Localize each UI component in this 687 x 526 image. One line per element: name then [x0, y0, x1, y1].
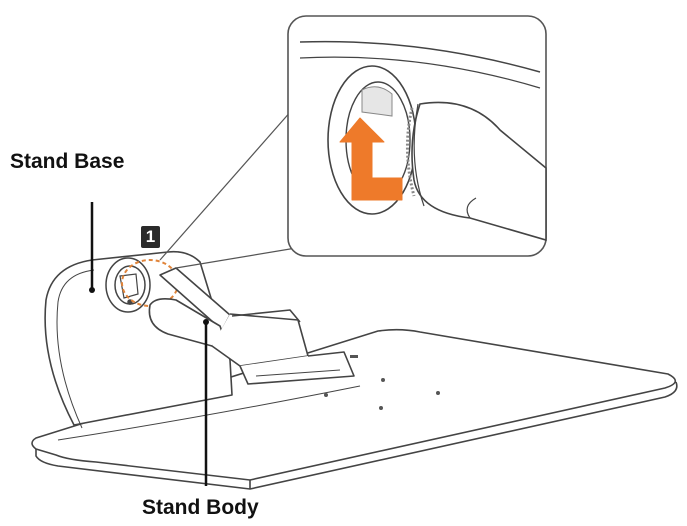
stand-body-label: Stand Body: [142, 496, 259, 519]
zoom-detail-window: [287, 15, 547, 257]
step-number-badge: 1: [141, 226, 160, 248]
stand-body: [148, 267, 355, 385]
base-socket: [105, 257, 151, 313]
stand-base-plate: [31, 328, 678, 490]
orange-l-arrow-icon: [339, 117, 403, 201]
base-plate-holes: [324, 355, 440, 410]
zoom-connector: [159, 109, 297, 269]
stand-base-label: Stand Base: [10, 150, 125, 173]
